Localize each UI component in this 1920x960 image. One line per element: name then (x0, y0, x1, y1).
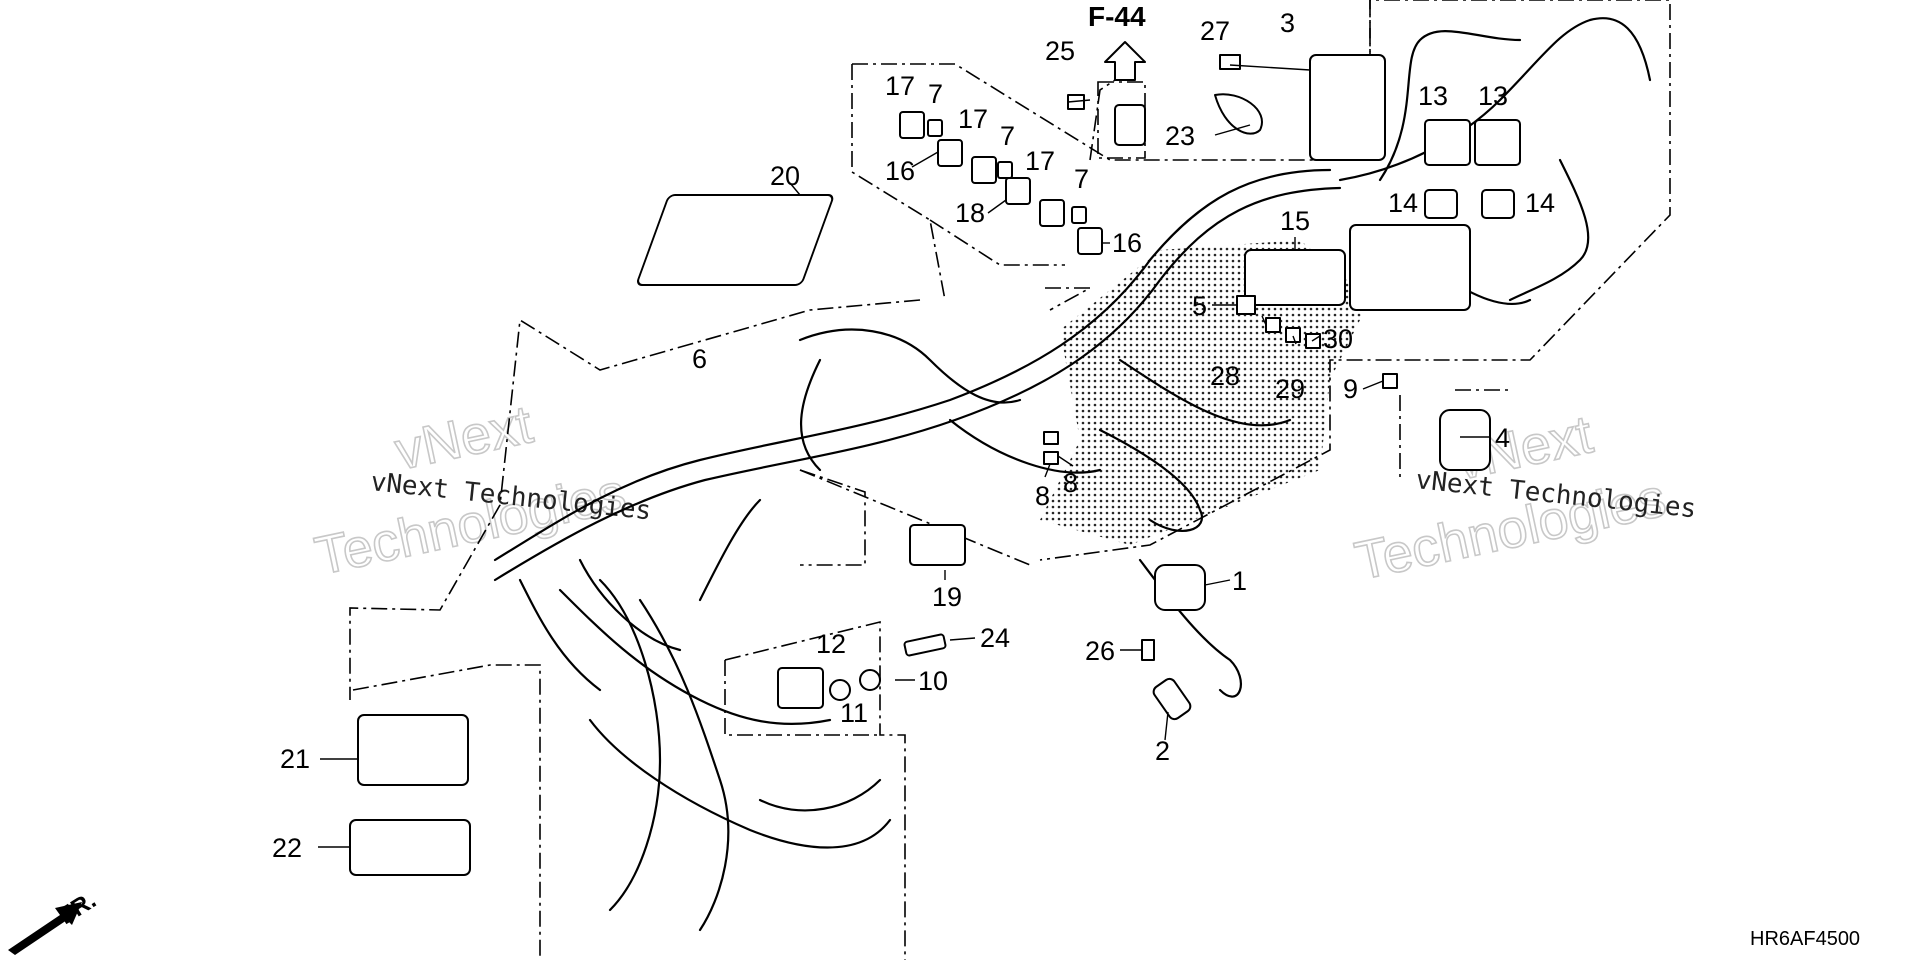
part-11-collar (859, 669, 881, 691)
relay-7-b (997, 161, 1013, 179)
watermark-outline-top: vNext (390, 394, 538, 481)
callout-5: 5 (1192, 291, 1207, 321)
callout-13b: 13 (1478, 81, 1508, 111)
part-3-module (1309, 54, 1386, 161)
relay-17-a (899, 111, 925, 139)
callout-29: 29 (1275, 374, 1305, 404)
callout-14a: 14 (1388, 188, 1418, 218)
part-19-connector (909, 524, 966, 566)
part-27-bolt (1219, 54, 1241, 70)
part-1-sensor (1154, 564, 1206, 611)
callout-4: 4 (1495, 423, 1510, 453)
part-2-cap (1152, 677, 1192, 721)
callout-18: 18 (955, 198, 985, 228)
callout-7a: 7 (928, 79, 943, 109)
callout-23: 23 (1165, 121, 1195, 151)
callout-10: 10 (918, 666, 948, 696)
reference-f44: F-44 (1088, 1, 1146, 81)
relay-18 (1005, 177, 1031, 205)
callout-30: 30 (1323, 324, 1353, 354)
callout-11: 11 (840, 698, 868, 728)
callout-13a: 13 (1418, 81, 1448, 111)
callout-28: 28 (1210, 361, 1240, 391)
callout-27: 27 (1200, 16, 1230, 46)
callout-16b: 16 (1112, 228, 1142, 258)
part-14-cap-left (1424, 189, 1458, 219)
callout-7b: 7 (1000, 121, 1015, 151)
callout-9: 9 (1343, 374, 1358, 404)
relay-7-c (1071, 206, 1087, 224)
callout-24: 24 (980, 623, 1010, 653)
part-13-switch-right (1474, 119, 1521, 166)
callout-22: 22 (272, 833, 302, 863)
part-4-canister (1439, 409, 1491, 471)
watermark-left: vNext Technologies vNext Technologies (309, 394, 652, 588)
callout-20: 20 (770, 161, 800, 191)
drawing-code: HR6AF4500 (1750, 928, 1860, 950)
relay-17-c (1039, 199, 1065, 227)
relay-16-a (937, 139, 963, 167)
part-26-bolt (1141, 639, 1155, 661)
leader-lines (318, 64, 1490, 848)
callout-25: 25 (1045, 36, 1075, 66)
relay-16-b (1077, 227, 1103, 255)
fuse-box (1349, 224, 1471, 311)
front-direction: FR. (8, 887, 101, 955)
part-8-fuse-b (1043, 451, 1059, 465)
callout-26: 26 (1085, 636, 1115, 666)
callouts: 1 2 3 4 5 6 7 7 7 8 8 9 10 11 12 13 13 1… (272, 8, 1555, 863)
watermark-right: vNext Technologies vNext Technologies (1349, 404, 1697, 593)
callout-1: 1 (1232, 566, 1247, 596)
callout-8b: 8 (1063, 468, 1078, 498)
callout-3: 3 (1280, 8, 1295, 38)
part-23-band (1214, 93, 1263, 135)
wire-harness (493, 17, 1652, 932)
callout-12: 12 (816, 629, 846, 659)
part-29-fuse (1285, 327, 1301, 343)
part-8-fuse-a (1043, 431, 1059, 445)
part-15-box (1244, 249, 1346, 306)
relay-17-b (971, 156, 997, 184)
part-9-fuse (1382, 373, 1398, 389)
part-5-clip (1236, 295, 1256, 315)
callout-15: 15 (1280, 206, 1310, 236)
relay-7-a (927, 119, 943, 137)
part-22-holder (349, 819, 471, 876)
callout-17c: 17 (1025, 146, 1055, 176)
stipple-region (1040, 240, 1370, 545)
f44-bracket (1114, 104, 1146, 146)
part-21-unit (357, 714, 469, 786)
part-12-spring (829, 679, 851, 701)
callout-16a: 16 (885, 156, 915, 186)
callout-21: 21 (280, 744, 310, 774)
part-10-bracket (777, 667, 824, 709)
part-24-bolt (903, 633, 947, 657)
part-14-cap-right (1481, 189, 1515, 219)
part-20-cover (637, 194, 834, 286)
callout-17b: 17 (958, 104, 988, 134)
parts (349, 54, 1521, 876)
callout-7c: 7 (1074, 164, 1089, 194)
front-arrow-icon (8, 902, 82, 955)
callout-17a: 17 (885, 71, 915, 101)
group-boundaries (349, 0, 1671, 960)
part-28-fuse (1265, 317, 1281, 333)
callout-14b: 14 (1525, 188, 1555, 218)
callout-2: 2 (1155, 736, 1170, 766)
callout-6: 6 (692, 344, 707, 374)
callout-8a: 8 (1035, 481, 1050, 511)
up-arrow-icon (1104, 41, 1146, 81)
reference-title: F-44 (1088, 1, 1146, 32)
part-13-switch-left (1424, 119, 1471, 166)
callout-19: 19 (932, 582, 962, 612)
